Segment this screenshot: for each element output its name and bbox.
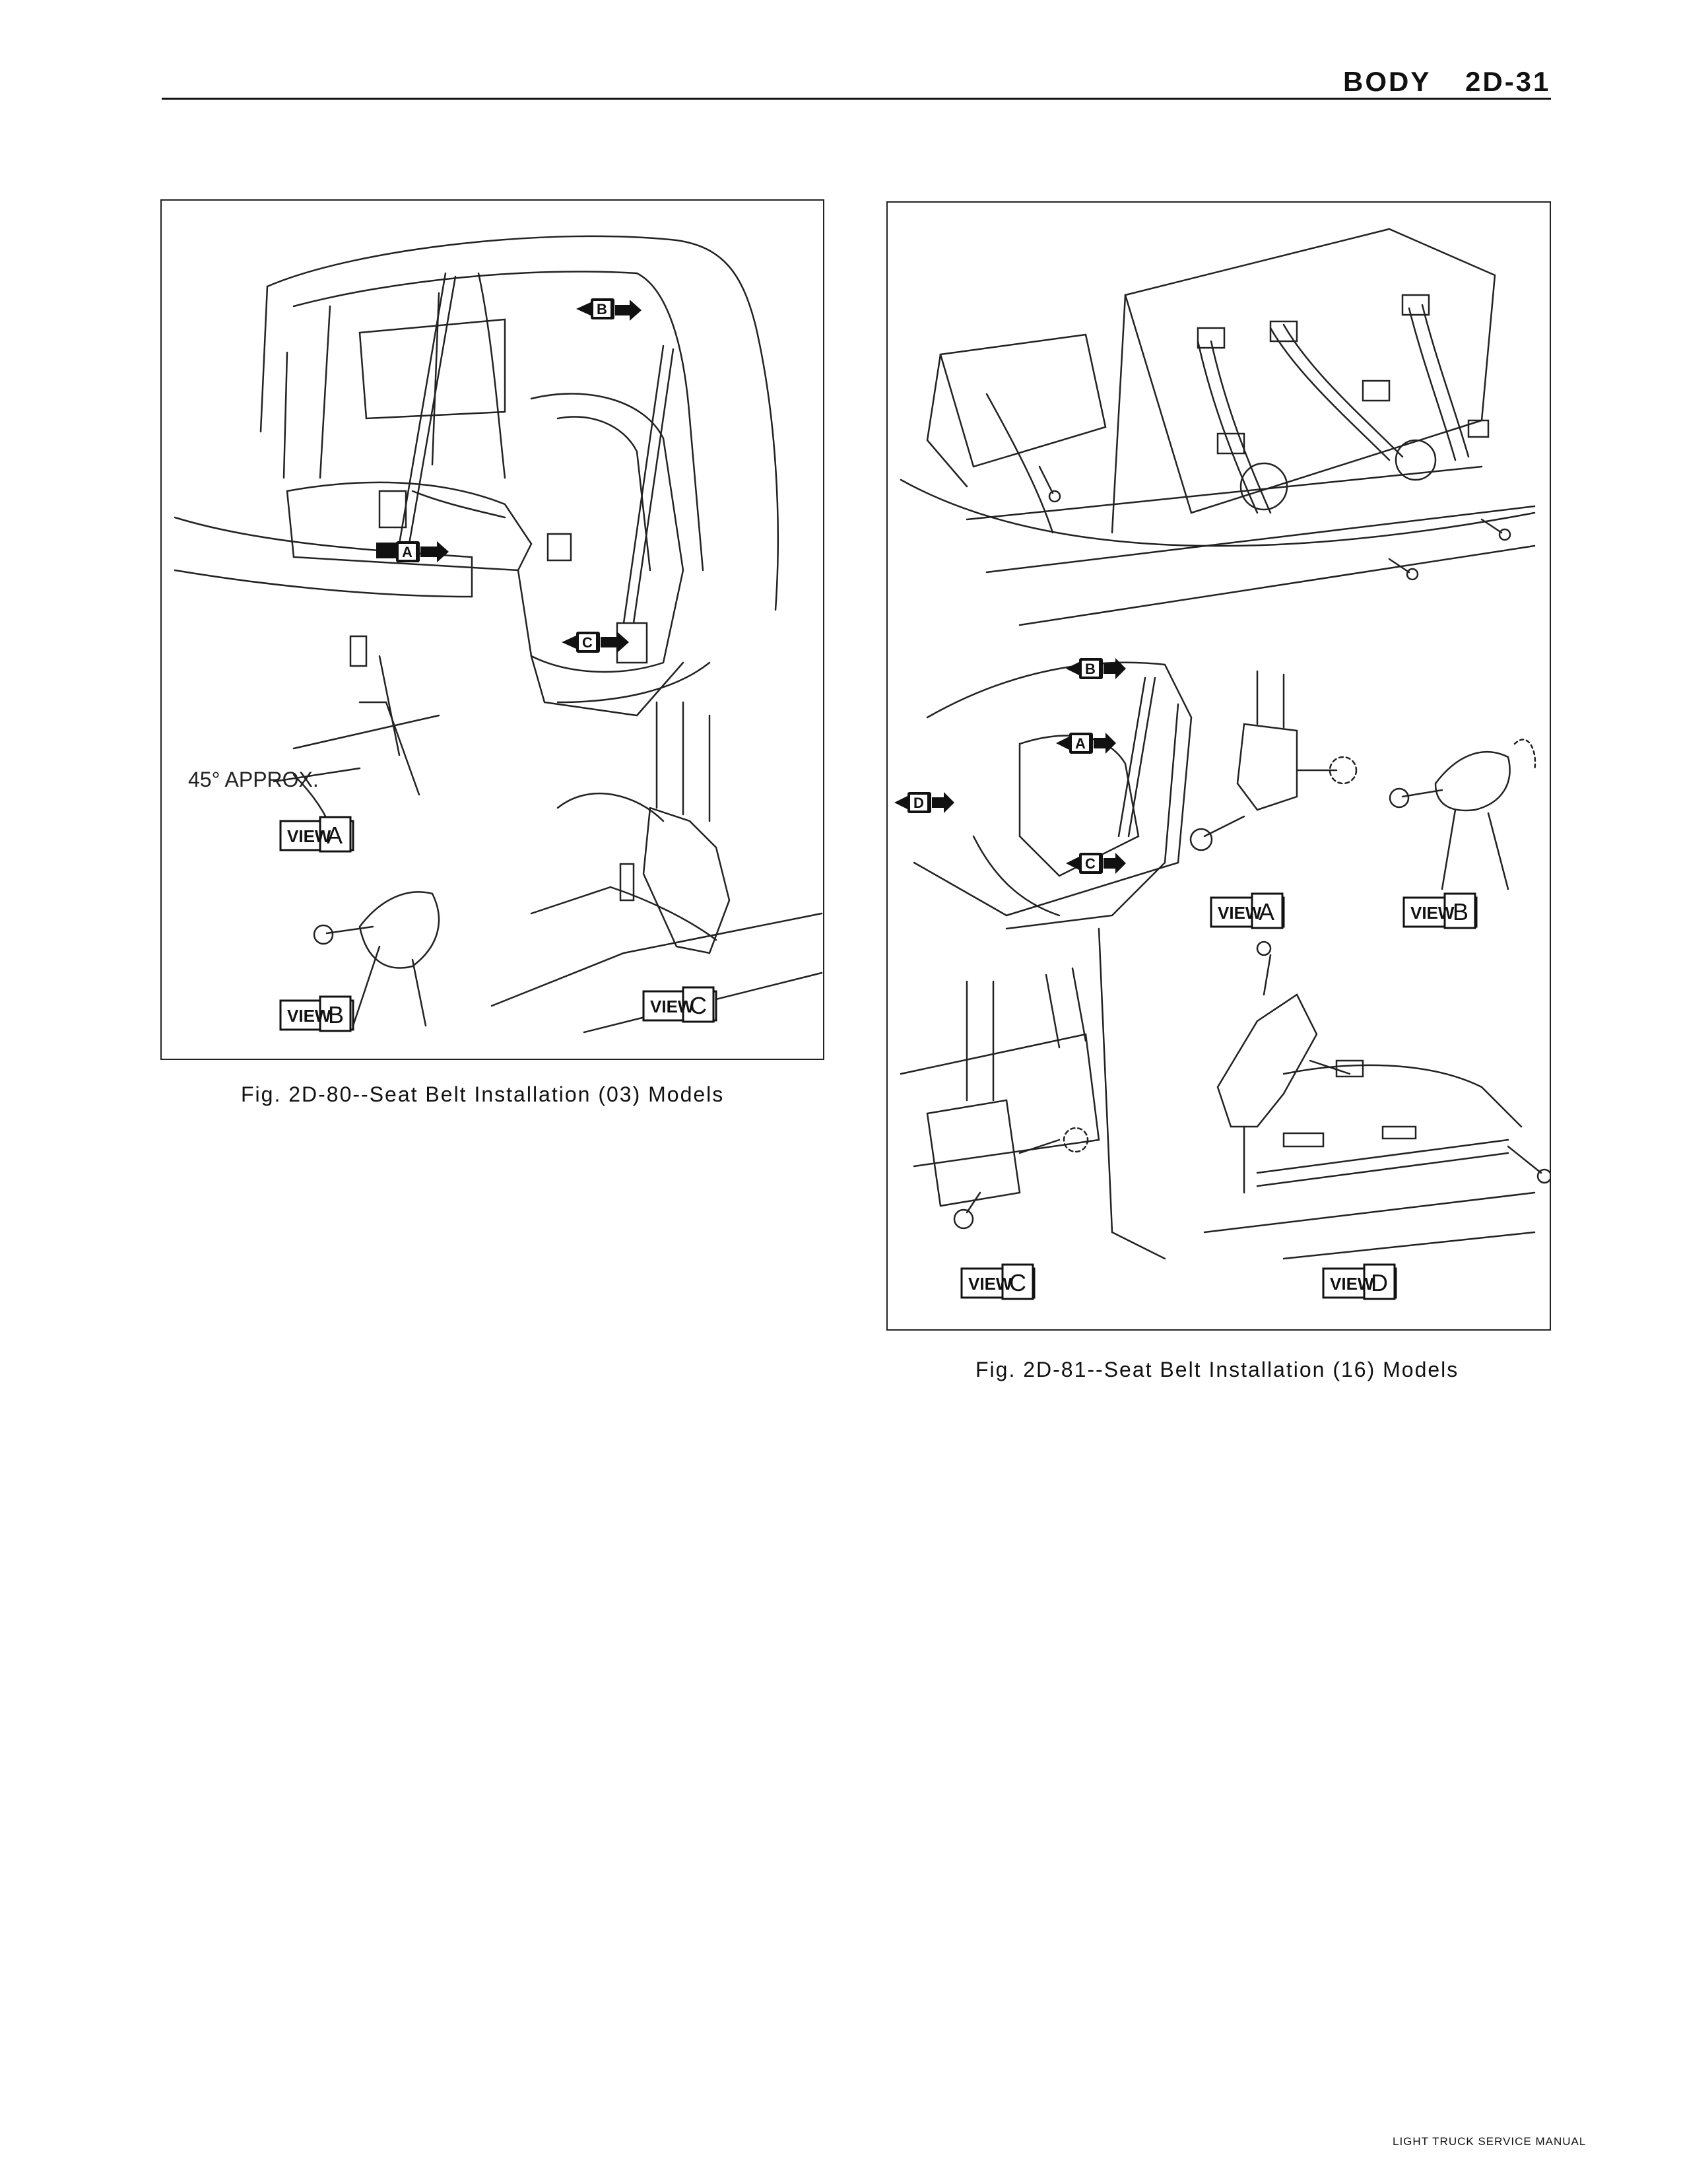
svg-text:C: C [1085,855,1096,872]
svg-text:C: C [690,992,707,1019]
view-label-b: VIEW B [279,995,354,1032]
figure-2d-80-illustration: 45° APPROX. A B C VIEW A [174,235,823,1034]
svg-text:B: B [1085,661,1096,677]
svg-text:VIEW: VIEW [287,1006,331,1026]
view-label-b: VIEW B [1402,892,1478,929]
svg-text:B: B [328,1001,344,1028]
svg-text:C: C [1009,1269,1026,1296]
angle-label: 45° APPROX. [188,768,319,791]
page-number: 2D-31 [1465,66,1551,97]
svg-text:VIEW: VIEW [1410,903,1455,923]
svg-text:A: A [1075,735,1086,752]
svg-text:A: A [327,822,343,849]
figure-2d-80-caption: Fig. 2D-80--Seat Belt Installation (03) … [241,1082,725,1106]
figure-2d-81: B A D C VIEW [886,201,1552,1331]
svg-text:A: A [402,544,412,560]
figure-2d-81-caption: Fig. 2D-81--Seat Belt Installation (16) … [975,1358,1459,1381]
manual-footer: LIGHT TRUCK SERVICE MANUAL [1393,2135,1587,2148]
svg-text:B: B [1453,898,1468,925]
arrow-callout-b: B [576,298,642,321]
view-label-d: VIEW D [1322,1263,1397,1300]
svg-text:D: D [913,795,924,811]
view-label-c: VIEW C [642,986,717,1023]
svg-text:VIEW: VIEW [968,1274,1012,1294]
view-label-a: VIEW A [1210,892,1285,929]
svg-text:VIEW: VIEW [287,826,331,846]
section-title: BODY [1343,66,1432,97]
figure-2d-80: 45° APPROX. A B C VIEW A [160,199,824,1060]
arrow-callout-a: A [1056,733,1116,754]
svg-text:VIEW: VIEW [1330,1274,1374,1294]
svg-text:B: B [597,301,607,317]
svg-text:A: A [1259,898,1274,925]
header-rule [162,98,1551,100]
arrow-callout-b: B [1066,658,1126,679]
svg-text:D: D [1371,1269,1388,1296]
arrow-callout-d: D [894,792,954,813]
view-label-a: VIEW A [279,816,354,853]
arrow-callout-c: C [562,632,629,653]
svg-text:C: C [582,634,593,651]
svg-text:VIEW: VIEW [650,997,694,1016]
arrow-callout-a: A [376,541,449,562]
figure-2d-81-illustration: B A D C VIEW [894,228,1552,1300]
view-label-c: VIEW C [960,1263,1036,1300]
arrow-callout-c: C [1066,853,1126,874]
svg-text:VIEW: VIEW [1218,903,1262,923]
